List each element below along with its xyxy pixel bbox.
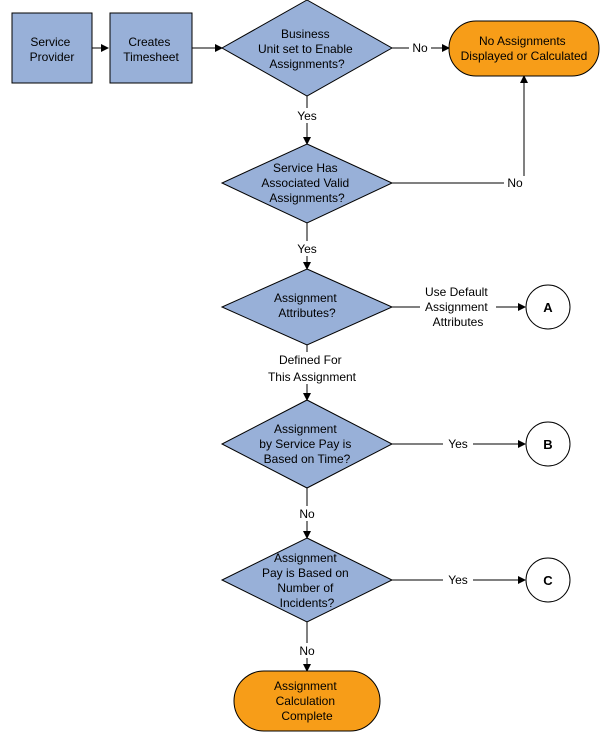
business-unit-line-3: Assignments?: [269, 57, 345, 71]
business-unit-line-2: Unit set to Enable: [258, 42, 353, 56]
no-assignments-terminator: [448, 20, 600, 77]
creates-timesheet-label: Creates Timesheet: [123, 35, 179, 64]
edge-label-service-has-no: No: [507, 176, 523, 190]
creates-timesheet-box: [109, 12, 193, 84]
edge-label-attributes-default: Use Default Assignment Attributes: [425, 285, 491, 329]
edge-label-bg: [292, 241, 322, 256]
edge-label-bg: [409, 40, 431, 55]
edge-label-business-unit-yes: Yes: [297, 109, 317, 123]
assignment-attributes-line-1: Assignment: [274, 291, 337, 305]
service-pay-time-line-1: Assignment: [274, 422, 337, 436]
edge-label-attributes-defined-line-2: This Assignment: [268, 370, 357, 384]
connector-b: [525, 421, 571, 467]
creates-timesheet-line-2: Timesheet: [123, 50, 179, 64]
edge-label-attributes-defined: Defined For This Assignment: [268, 353, 357, 384]
service-has-line-3: Assignments?: [269, 191, 345, 205]
pay-incidents-line-1: Assignment: [274, 551, 337, 565]
service-pay-time-label: Assignment by Service Pay is Based on Ti…: [259, 422, 354, 466]
edge-label-incidents-no: No: [299, 644, 315, 658]
edge-label-attributes-default-line-2: Assignment: [425, 300, 488, 314]
connector-c-label: C: [543, 573, 553, 588]
pay-incidents-line-3: Number of: [277, 581, 334, 595]
calculation-complete-terminator: [233, 670, 381, 732]
service-provider-label: Service Provider: [30, 35, 75, 64]
edge-label-time-no: No: [299, 507, 315, 521]
edge-label-business-unit-no: No: [412, 41, 428, 55]
service-provider-line-2: Provider: [30, 50, 75, 64]
calculation-complete-line-3: Complete: [281, 709, 333, 723]
service-pay-time-line-2: by Service Pay is: [259, 437, 351, 451]
assignment-attributes-decision: [220, 268, 394, 346]
service-has-decision: [220, 143, 394, 224]
business-unit-line-1: Business: [281, 27, 330, 41]
service-provider-line-1: Service: [30, 35, 70, 49]
assignment-attributes-line-2: Attributes?: [278, 306, 336, 320]
calculation-complete-label: Assignment Calculation Complete: [274, 679, 340, 723]
service-has-label: Service Has Associated Valid Assignments…: [261, 161, 352, 205]
service-pay-time-decision: [220, 399, 394, 489]
service-pay-time-line-3: Based on Time?: [264, 452, 351, 466]
edge-label-bg: [420, 285, 496, 329]
creates-timesheet-line-1: Creates: [128, 35, 170, 49]
service-provider-box: [11, 12, 93, 84]
connector-a-label: A: [543, 300, 553, 315]
edge-label-bg: [296, 643, 318, 658]
assignment-attributes-label: Assignment Attributes?: [274, 291, 340, 320]
connector-a: [525, 284, 571, 330]
no-assignments-line-1: No Assignments: [479, 34, 566, 48]
calculation-complete-line-1: Assignment: [274, 679, 337, 693]
edge-label-time-yes: Yes: [448, 437, 468, 451]
edge-label-attributes-defined-line-1: Defined For: [279, 353, 342, 367]
edge-label-service-has-yes: Yes: [297, 242, 317, 256]
service-has-line-1: Service Has: [273, 161, 338, 175]
edge-label-bg: [443, 573, 473, 588]
business-unit-decision: [220, 0, 394, 97]
pay-incidents-line-4: Incidents?: [280, 596, 335, 610]
service-has-line-2: Associated Valid: [261, 176, 349, 190]
connector-c: [525, 557, 571, 603]
edge-label-attributes-default-line-1: Use Default: [425, 285, 488, 299]
edge-label-bg: [504, 176, 526, 191]
pay-incidents-decision: [220, 537, 394, 623]
edge-label-bg: [296, 506, 318, 521]
business-unit-label: Business Unit set to Enable Assignments?: [258, 27, 356, 71]
edge-label-bg: [292, 108, 322, 123]
edge-label-bg: [443, 437, 473, 452]
edge-label-incidents-yes: Yes: [448, 573, 468, 587]
connector-b-label: B: [543, 437, 552, 452]
pay-incidents-line-2: Pay is Based on: [262, 566, 349, 580]
calculation-complete-line-2: Calculation: [276, 694, 335, 708]
no-assignments-line-2: Displayed or Calculated: [461, 49, 588, 63]
pay-incidents-label: Assignment Pay is Based on Number of Inc…: [262, 551, 352, 610]
edge-label-bg: [262, 352, 358, 384]
no-assignments-label: No Assignments Displayed or Calculated: [461, 34, 588, 63]
edge-label-attributes-default-line-3: Attributes: [433, 315, 484, 329]
edge-service-has-no: [392, 75, 528, 184]
